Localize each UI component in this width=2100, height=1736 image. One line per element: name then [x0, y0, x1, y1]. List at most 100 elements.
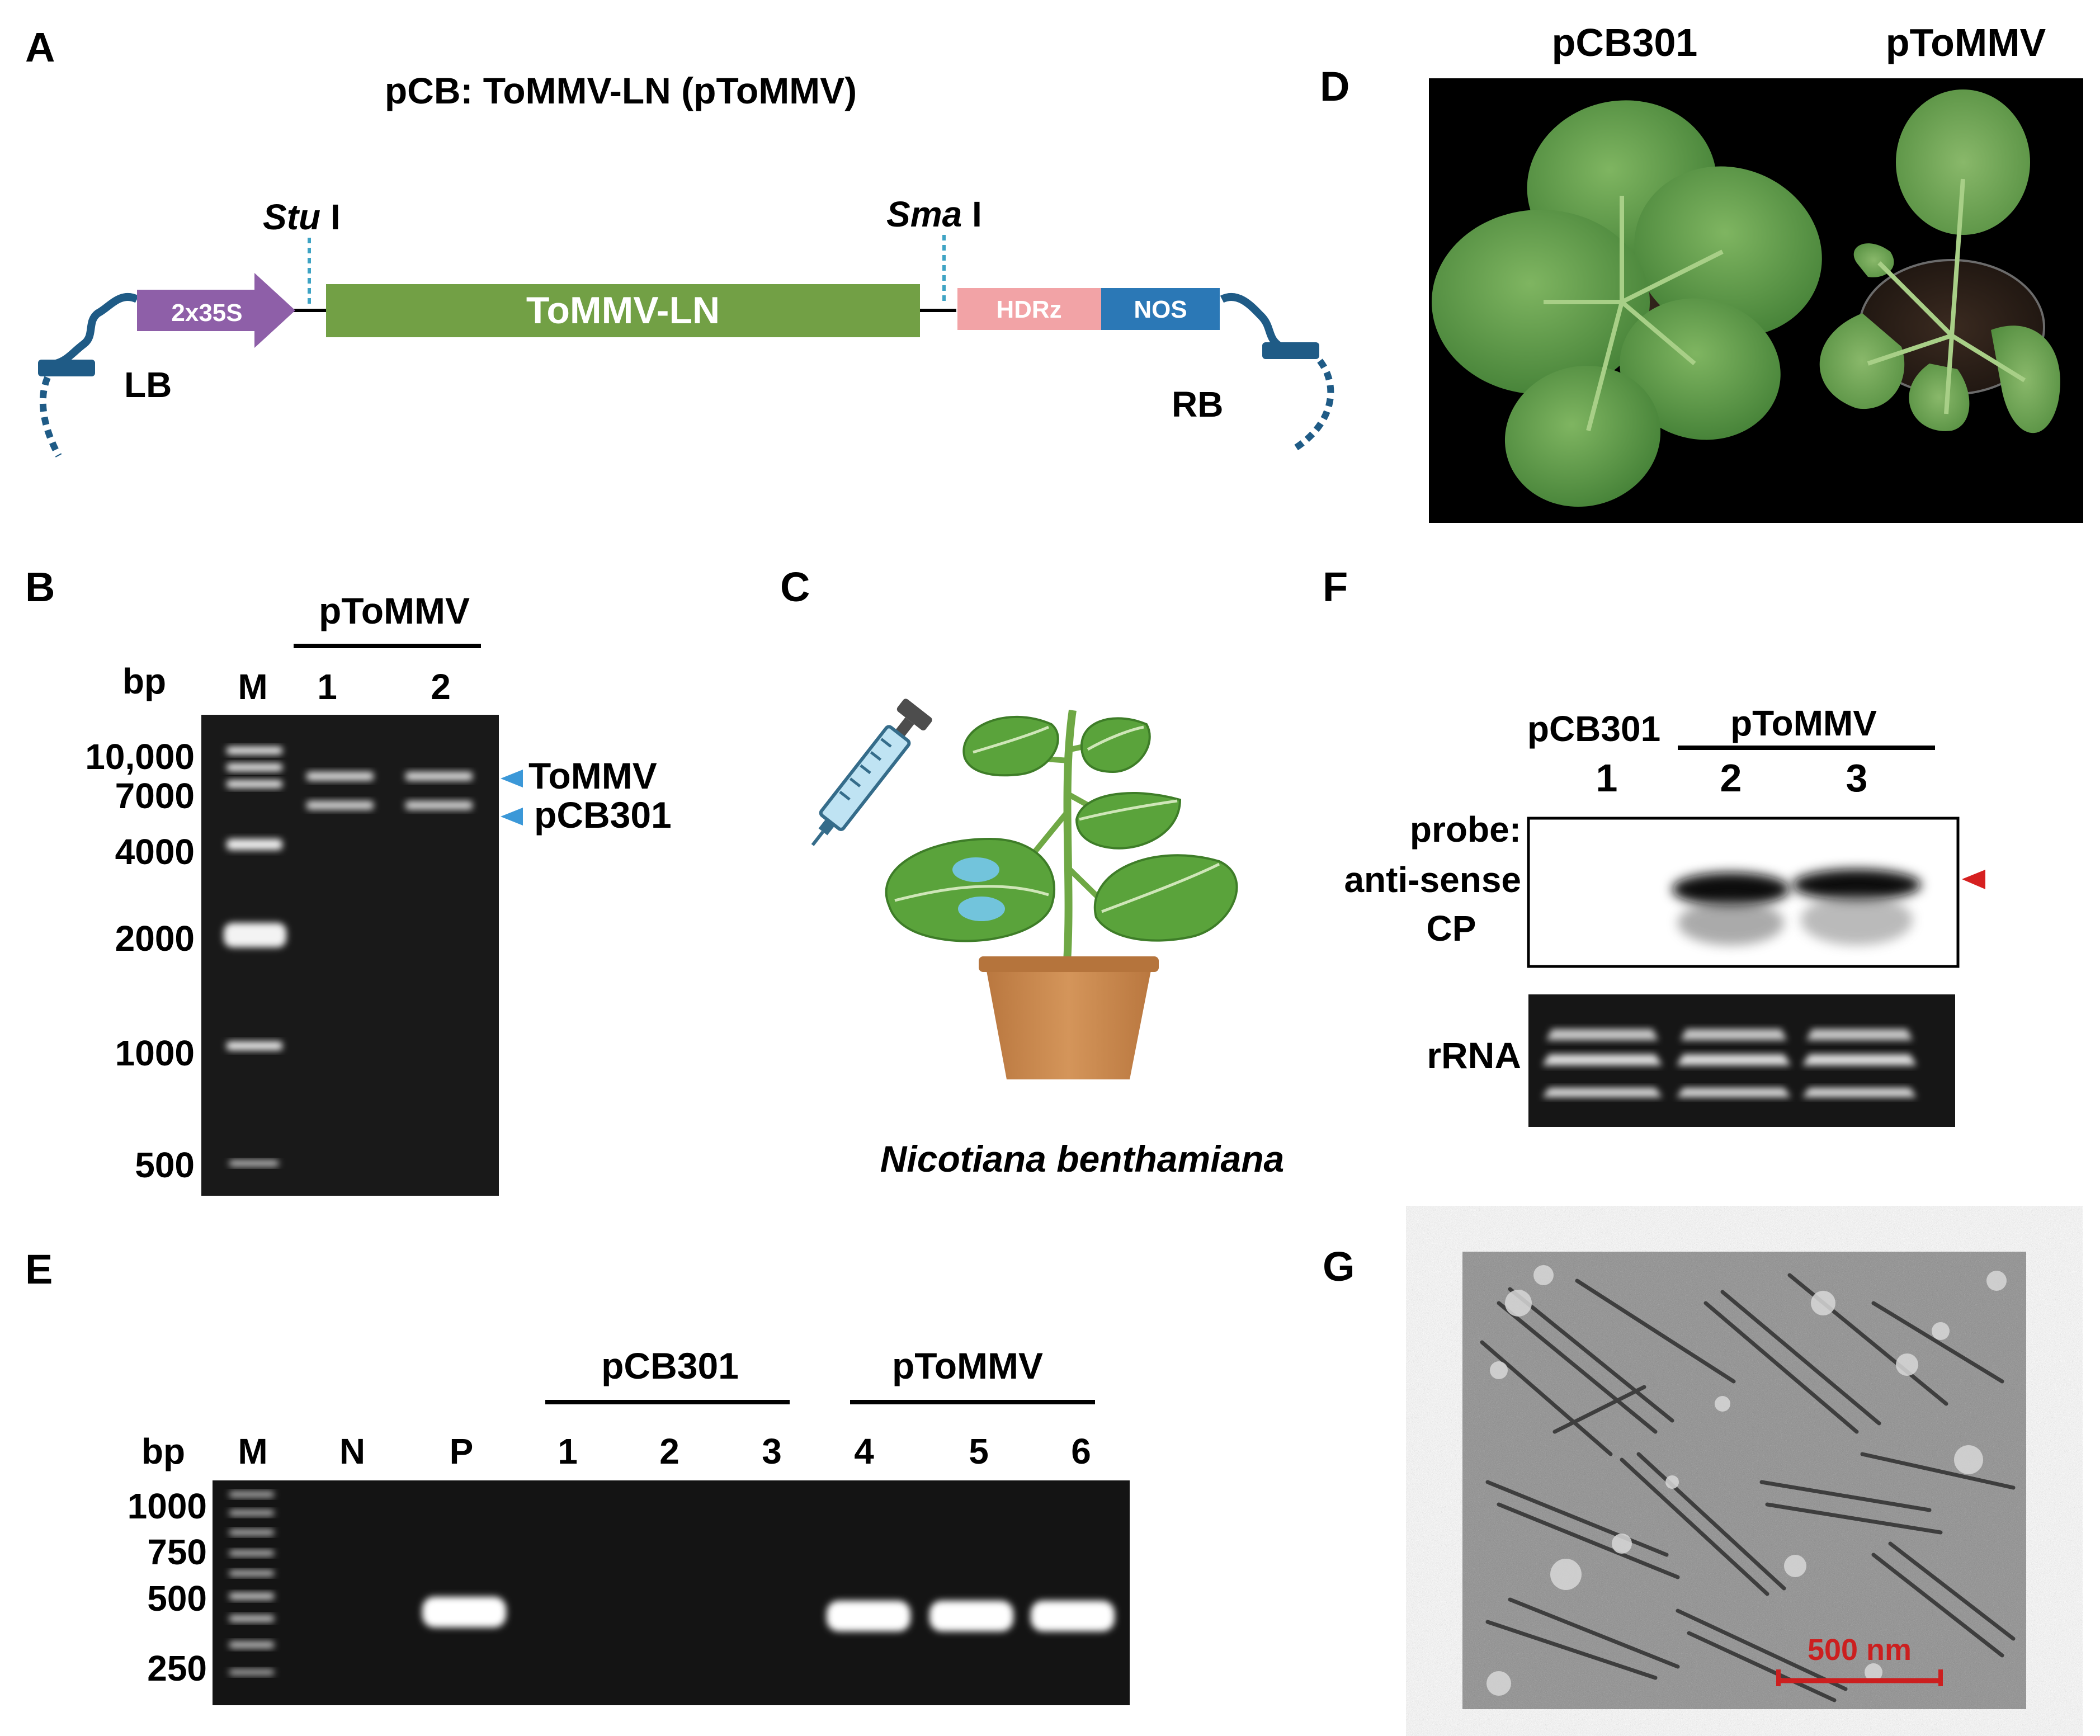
rtpcr-marker-size: 1000 — [128, 1486, 207, 1526]
infiltration-spot — [952, 857, 999, 882]
northern-smear-lane-3 — [1801, 895, 1913, 945]
rtpcr-marker-band — [229, 1510, 274, 1516]
photo-label-left: pCB301 — [1552, 21, 1698, 64]
rtpcr-bp-label: bp — [141, 1431, 185, 1471]
right-border-label: RB — [1172, 384, 1223, 424]
northern-signal-lane-2 — [1672, 872, 1790, 906]
insert-label: ToMMV-LN — [526, 289, 720, 332]
rtpcr-lane-p: P — [450, 1431, 474, 1471]
rtpcr-marker-band — [229, 1593, 274, 1600]
gel-b-marker-band — [229, 1161, 279, 1166]
rtpcr-marker-band — [229, 1669, 274, 1675]
rtpcr-marker-size: 750 — [147, 1532, 207, 1572]
rtpcr-marker-band — [229, 1550, 274, 1556]
right-border-block — [1262, 342, 1319, 359]
gel-b-image — [201, 715, 499, 1196]
plant-illustration — [811, 699, 1238, 1079]
probe-label-line-1: probe: — [1410, 809, 1521, 850]
rtpcr-lane-1: 1 — [558, 1431, 578, 1471]
promoter-arrow — [137, 273, 295, 348]
panel-letter-b: B — [25, 564, 55, 610]
rtpcr-marker-band — [229, 1492, 274, 1497]
gel-b-lane-2: 2 — [431, 667, 451, 707]
gel-b-sample-band — [405, 772, 473, 781]
rtpcr-amplicon-p — [422, 1597, 506, 1628]
gel-b-sample-band — [306, 772, 374, 781]
gel-b-marker-band — [224, 923, 286, 947]
left-border-block — [38, 360, 95, 376]
probe-label-line-2: anti-sense — [1344, 860, 1521, 900]
plant-species-label: Nicotiana benthamiana — [880, 1138, 1285, 1180]
rtpcr-marker-band — [229, 1641, 274, 1648]
northern-signal-lane-3 — [1792, 869, 1921, 900]
inoculated-leaf — [885, 837, 1055, 942]
tem-virions — [1480, 1273, 2016, 1702]
gel-b-marker-band — [226, 747, 282, 754]
rtpcr-marker-size: 250 — [147, 1648, 207, 1688]
photo-label-right: pToMMV — [1886, 21, 2046, 64]
gel-b-band-label-tommv: ToMMV — [528, 755, 657, 796]
rrna-band — [1546, 1029, 1658, 1040]
rtpcr-lane-5: 5 — [969, 1431, 989, 1471]
gel-b-marker-band — [226, 839, 282, 850]
northern-smear-lane-2 — [1678, 900, 1784, 945]
right-border-tail — [1290, 358, 1334, 454]
gel-b-band-label-pcb301: pCB301 — [534, 794, 672, 836]
healthy-plant — [1432, 100, 1822, 507]
gel-b-lane-1: 1 — [317, 667, 337, 707]
rrna-band — [1542, 1054, 1662, 1065]
gel-b-marker-size: 2000 — [115, 918, 195, 959]
left-border-coil — [54, 293, 139, 367]
rtpcr-amplicon-6 — [1031, 1601, 1115, 1631]
terminator-label: NOS — [1134, 296, 1187, 323]
syringe-icon — [811, 699, 932, 846]
infiltration-spot — [958, 897, 1005, 921]
probe-label-line-3: CP — [1427, 908, 1476, 949]
signal-marker-icon — [1962, 870, 1985, 889]
rtpcr-marker-band — [229, 1615, 274, 1622]
panel-letter-e: E — [25, 1246, 53, 1292]
rtpcr-amplicon-4 — [827, 1601, 910, 1631]
rtpcr-group-pcb301: pCB301 — [601, 1345, 739, 1386]
rrna-band — [1802, 1088, 1917, 1097]
gel-b-lane-m: M — [238, 667, 267, 707]
tem-debris — [1486, 1265, 2007, 1696]
rtpcr-gel — [213, 1480, 1130, 1705]
rrna-band — [1677, 1054, 1791, 1065]
terminator-box — [1101, 288, 1220, 330]
panel-letter-g: G — [1323, 1243, 1355, 1290]
pot — [985, 965, 1152, 1079]
gel-b-marker-size: 4000 — [115, 832, 195, 872]
gel-b-bp-label: bp — [122, 661, 166, 701]
leaf — [1080, 717, 1151, 773]
northern-sample-ptommv: pToMMV — [1730, 703, 1877, 743]
infected-plant — [1819, 89, 2060, 433]
rrna-band — [1806, 1029, 1913, 1040]
northern-lane-2: 2 — [1720, 756, 1742, 800]
gel-b-marker-size: 7000 — [115, 776, 195, 816]
panel-letter-d: D — [1320, 63, 1349, 110]
northern-lane-3: 3 — [1846, 756, 1868, 800]
loading-control-label: rRNA — [1427, 1035, 1521, 1076]
plant-stem — [1063, 709, 1077, 963]
gel-b-arrowhead-icon — [501, 808, 523, 825]
rtpcr-lane-2: 2 — [659, 1431, 679, 1471]
leaf — [1075, 791, 1182, 850]
leaf — [962, 715, 1059, 777]
gel-b-marker-band — [226, 763, 282, 771]
panel-d: D pCB301 pToMMV — [1320, 21, 2083, 523]
panel-e: E pCB301 pToMMV bp M N P 1 2 3 4 5 6 100… — [25, 1246, 1130, 1705]
panel-letter-f: F — [1323, 564, 1348, 610]
northern-sample-pcb301: pCB301 — [1527, 709, 1660, 749]
northern-lane-1: 1 — [1596, 756, 1618, 800]
ribozyme-box — [957, 288, 1101, 330]
panel-g: G 500 nm — [1323, 1243, 2026, 1709]
panel-letter-c: C — [780, 564, 810, 610]
gel-b-marker-size: 10,000 — [85, 737, 195, 777]
sma-site-label: Sma I — [886, 194, 982, 234]
gel-b-marker-band — [226, 1041, 282, 1050]
rrna-band — [1802, 1054, 1917, 1065]
construct-title: pCB: ToMMV-LN (pToMMV) — [385, 70, 857, 111]
gel-b-arrowhead-icon — [501, 770, 523, 787]
